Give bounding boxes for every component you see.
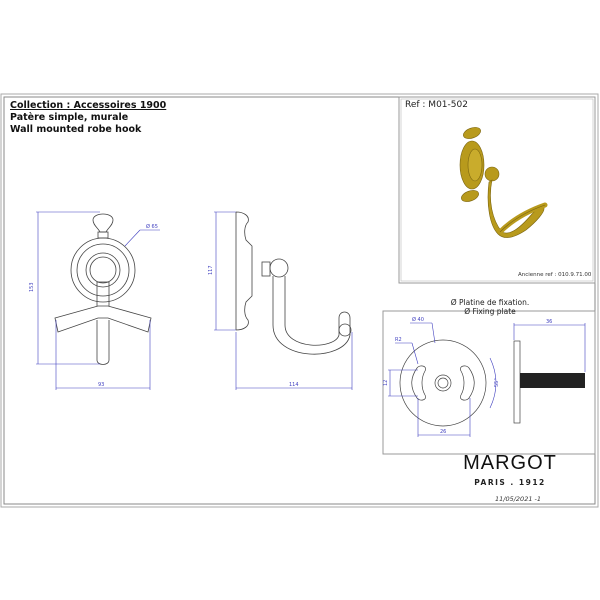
fixing-plate-caption: Ø Platine de fixation. Ø Fixing plate bbox=[380, 298, 600, 316]
title-block: Collection : Accessoires 1900 Patère sim… bbox=[10, 100, 166, 136]
collection-title: Collection : Accessoires 1900 bbox=[10, 100, 167, 111]
outer-frame bbox=[0, 93, 599, 508]
front-view-dimensions bbox=[36, 211, 160, 390]
screw-length-dim: 36 bbox=[546, 319, 552, 325]
side-view-dimensions bbox=[214, 211, 353, 390]
ref-image-box bbox=[398, 96, 596, 284]
front-width-dim: 93 bbox=[98, 382, 104, 388]
caption-fr: Ø Platine de fixation. bbox=[450, 298, 530, 307]
slot-spacing-dim: 26 bbox=[440, 429, 446, 435]
side-height-dim: 117 bbox=[208, 265, 214, 275]
fixing-plate-dimensions bbox=[388, 322, 586, 437]
brand-subtitle: PARIS . 1912 bbox=[474, 478, 546, 487]
brand-logo: MARGOT bbox=[463, 452, 557, 474]
plate-diameter-dim: Ø 40 bbox=[412, 316, 424, 323]
front-height-dim: 153 bbox=[29, 282, 35, 292]
inner-frame bbox=[3, 96, 596, 505]
fixing-plate-front-drawing bbox=[399, 339, 487, 427]
slot-radius-dim: R2 bbox=[395, 337, 402, 343]
hook-render-image bbox=[459, 127, 548, 238]
fixing-plate-side-drawing bbox=[513, 340, 585, 424]
product-name-en: Wall mounted robe hook bbox=[10, 124, 142, 135]
slot-angle-dim: 55° bbox=[494, 378, 500, 387]
side-depth-dim: 114 bbox=[289, 382, 299, 388]
revision-date: 11/05/2021 -1 bbox=[495, 495, 542, 503]
front-view-drawing bbox=[54, 213, 152, 365]
rosette-diameter-dim: Ø 65 bbox=[146, 223, 158, 230]
caption-en: Ø Fixing plate bbox=[464, 307, 516, 316]
product-name-fr: Patère simple, murale bbox=[10, 112, 129, 123]
side-view-drawing bbox=[235, 211, 352, 355]
product-ref: Ref : M01-502 bbox=[405, 100, 468, 110]
old-ref: Ancienne ref : 010.9.71.00 bbox=[518, 272, 592, 278]
fixing-plate-box bbox=[382, 310, 596, 455]
slot-length-dim: 12 bbox=[383, 380, 389, 386]
